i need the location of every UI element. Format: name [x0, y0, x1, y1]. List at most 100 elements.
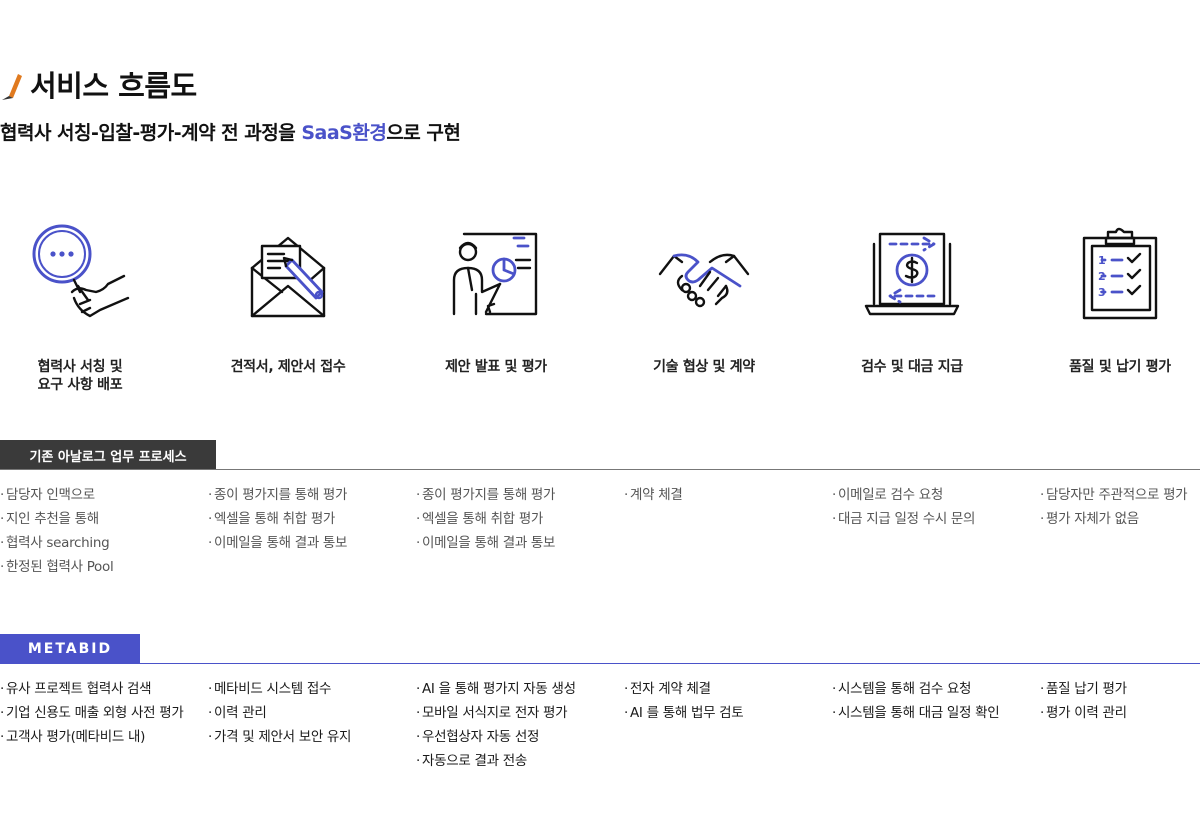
magnifier-hand-icon	[32, 224, 130, 318]
step-inspection-payment: 검수 및 대금 지급	[817, 218, 1007, 408]
list-item-text: 메타비드 시스템 접수	[214, 681, 332, 697]
bullet: ·	[208, 511, 212, 527]
list-item-text: 이메일로 검수 요청	[838, 487, 943, 503]
bullet: ·	[0, 535, 4, 551]
list-item-text: 지인 추천을 통해	[6, 511, 99, 527]
metabid-divider	[0, 663, 1200, 664]
list-item: ·시스템을 통해 검수 요청	[832, 677, 1037, 701]
list-item-text: 자동으로 결과 전송	[422, 753, 527, 769]
list-item: ·대금 지급 일정 수시 문의	[832, 507, 1037, 531]
list-item: ·품질 납기 평가	[1040, 677, 1200, 701]
list-item-text: 계약 체결	[630, 487, 683, 503]
bullet: ·	[416, 753, 420, 769]
legacy-column: ·계약 체결	[624, 483, 829, 507]
legacy-column: ·종이 평가지를 통해 평가·엑셀을 통해 취합 평가·이메일을 통해 결과 통…	[416, 483, 621, 555]
bullet: ·	[208, 705, 212, 721]
list-item-text: 이력 관리	[214, 705, 267, 721]
step-quote-receipt: 견적서, 제안서 접수	[193, 218, 383, 408]
list-item-text: 담당자만 주관적으로 평가	[1046, 487, 1188, 503]
list-item-text: AI 를 통해 법무 검토	[630, 705, 744, 721]
bullet: ·	[1040, 487, 1044, 503]
metabid-column: ·시스템을 통해 검수 요청·시스템을 통해 대금 일정 확인	[832, 677, 1037, 725]
list-item-text: 엑셀을 통해 취합 평가	[422, 511, 544, 527]
step-label: 품질 및 납기 평가	[1069, 359, 1171, 375]
svg-text:1: 1	[1098, 254, 1106, 267]
list-item-text: 엑셀을 통해 취합 평가	[214, 511, 336, 527]
list-item: ·한정된 협력사 Pool	[0, 555, 205, 579]
bullet: ·	[0, 487, 4, 503]
checklist-clipboard-icon: 1 2 3	[1082, 227, 1158, 320]
list-item: ·가격 및 제안서 보안 유지	[208, 725, 413, 749]
step-proposal-evaluation: 제안 발표 및 평가	[401, 218, 591, 408]
bullet: ·	[416, 511, 420, 527]
list-item: ·유사 프로젝트 협력사 검색	[0, 677, 205, 701]
bullet: ·	[208, 535, 212, 551]
bullet: ·	[208, 729, 212, 745]
metabid-column: ·AI 을 통해 평가지 자동 생성·모바일 서식지로 전자 평가·우선협상자 …	[416, 677, 621, 773]
bullet: ·	[0, 729, 4, 745]
svg-text:3: 3	[1098, 286, 1106, 299]
list-item: ·종이 평가지를 통해 평가	[208, 483, 413, 507]
page-title-row: 서비스 흐름도	[0, 64, 197, 104]
list-item: ·시스템을 통해 대금 일정 확인	[832, 701, 1037, 725]
list-item: ·메타비드 시스템 접수	[208, 677, 413, 701]
step-label: 협력사 서칭 및 요구 사항 배포	[37, 359, 123, 393]
list-item-text: 기업 신용도 매출 외형 사전 평가	[6, 705, 184, 721]
subtitle-highlight: SaaS환경	[301, 122, 387, 144]
bullet: ·	[624, 705, 628, 721]
list-item-text: 이메일을 통해 결과 통보	[214, 535, 348, 551]
bullet: ·	[416, 535, 420, 551]
metabid-column: ·메타비드 시스템 접수·이력 관리·가격 및 제안서 보안 유지	[208, 677, 413, 749]
list-item: ·엑셀을 통해 취합 평가	[208, 507, 413, 531]
list-item-text: 유사 프로젝트 협력사 검색	[6, 681, 152, 697]
list-item: ·기업 신용도 매출 외형 사전 평가	[0, 701, 205, 725]
legacy-divider	[0, 469, 1200, 470]
step-label: 제안 발표 및 평가	[445, 359, 547, 375]
step-supplier-search: 협력사 서칭 및 요구 사항 배포	[0, 218, 175, 408]
legacy-column: ·이메일로 검수 요청·대금 지급 일정 수시 문의	[832, 483, 1037, 531]
list-item: ·지인 추천을 통해	[0, 507, 205, 531]
page-subtitle: 협력사 서칭-입찰-평가-계약 전 과정을 SaaS환경으로 구현	[0, 122, 461, 144]
list-item: ·평가 이력 관리	[1040, 701, 1200, 725]
bullet: ·	[832, 681, 836, 697]
bullet: ·	[624, 681, 628, 697]
list-item-text: 이메일을 통해 결과 통보	[422, 535, 556, 551]
metabid-column: ·유사 프로젝트 협력사 검색·기업 신용도 매출 외형 사전 평가·고객사 평…	[0, 677, 205, 749]
list-item: ·자동으로 결과 전송	[416, 749, 621, 773]
list-item-text: 품질 납기 평가	[1046, 681, 1127, 697]
list-item: ·담당자만 주관적으로 평가	[1040, 483, 1200, 507]
list-item: ·계약 체결	[624, 483, 829, 507]
list-item-text: 시스템을 통해 검수 요청	[838, 681, 972, 697]
bullet: ·	[416, 705, 420, 721]
legacy-column: ·담당자만 주관적으로 평가·평가 자체가 없음	[1040, 483, 1200, 531]
bullet: ·	[624, 487, 628, 503]
list-item-text: 협력사 searching	[6, 535, 110, 551]
list-item-text: 가격 및 제안서 보안 유지	[214, 729, 352, 745]
bullet: ·	[1040, 705, 1044, 721]
bullet: ·	[416, 729, 420, 745]
handshake-icon	[658, 253, 750, 308]
bullet: ·	[416, 487, 420, 503]
list-item-text: 평가 이력 관리	[1046, 705, 1127, 721]
bullet: ·	[1040, 511, 1044, 527]
metabid-column: ·품질 납기 평가·평가 이력 관리	[1040, 677, 1200, 725]
bullet: ·	[208, 681, 212, 697]
pencil-mark-icon	[2, 74, 22, 100]
list-item: ·평가 자체가 없음	[1040, 507, 1200, 531]
metabid-tab: METABID	[0, 634, 140, 664]
list-item-text: 시스템을 통해 대금 일정 확인	[838, 705, 1000, 721]
bullet: ·	[416, 681, 420, 697]
list-item-text: 한정된 협력사 Pool	[6, 559, 114, 575]
list-item-text: 평가 자체가 없음	[1046, 511, 1139, 527]
list-item: ·모바일 서식지로 전자 평가	[416, 701, 621, 725]
list-item: ·이메일을 통해 결과 통보	[208, 531, 413, 555]
list-item: ·협력사 searching	[0, 531, 205, 555]
legacy-column: ·종이 평가지를 통해 평가·엑셀을 통해 취합 평가·이메일을 통해 결과 통…	[208, 483, 413, 555]
list-item-text: 전자 계약 체결	[630, 681, 711, 697]
list-item-text: AI 을 통해 평가지 자동 생성	[422, 681, 576, 697]
bullet: ·	[0, 559, 4, 575]
bullet: ·	[0, 511, 4, 527]
svg-text:2: 2	[1098, 270, 1106, 283]
bullet: ·	[832, 705, 836, 721]
list-item: ·우선협상자 자동 선정	[416, 725, 621, 749]
